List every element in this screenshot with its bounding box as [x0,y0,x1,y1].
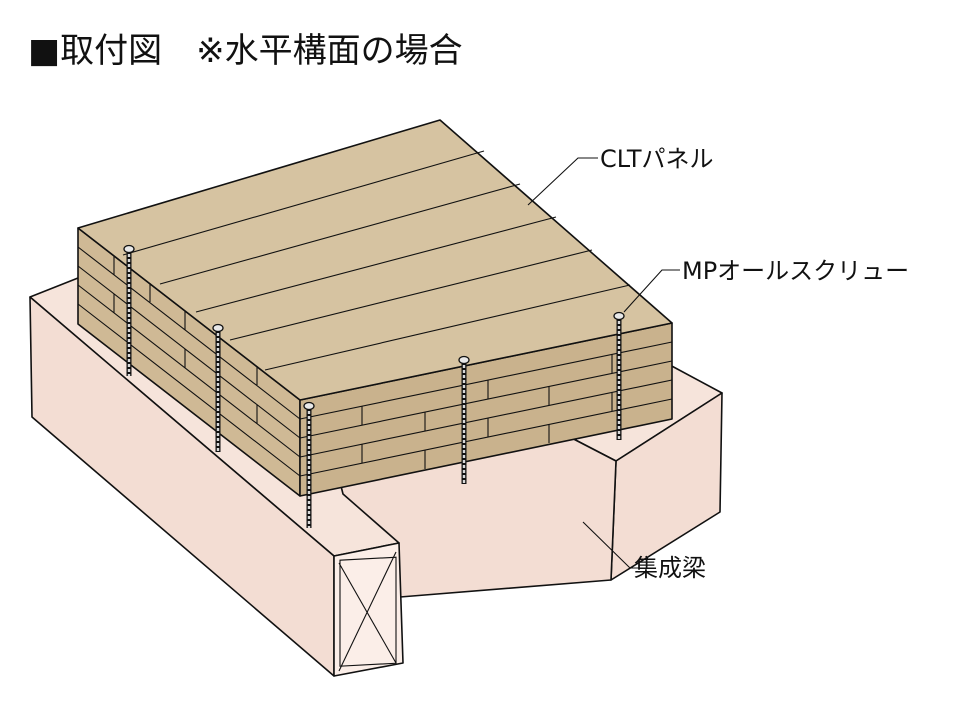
beam-end-cross [338,551,397,672]
screws [123,244,625,528]
beam-label: 集成梁 [634,554,706,582]
beam-end-frame [339,556,397,667]
diagram-title: ■取付図 ※水平構面の場合 [28,31,463,71]
clt-left-laminae [77,246,301,477]
screw [458,355,470,484]
clt-top-face [77,119,673,401]
screw [303,401,315,528]
clt-panel [77,119,673,497]
beam-end-cross [338,562,397,664]
callouts: CLTパネル MPオールスクリュー 集成梁 [527,145,909,582]
clt-front-laminae [299,341,673,477]
screw-leader [623,269,680,313]
clt-leader [527,157,598,206]
screw [123,244,135,376]
screw-label: MPオールスクリュー [682,257,909,285]
screw [613,311,625,440]
clt-panel-label: CLTパネル [600,145,713,173]
screw [212,323,224,452]
clt-top-seams [122,150,631,371]
beam-leader [582,521,650,569]
